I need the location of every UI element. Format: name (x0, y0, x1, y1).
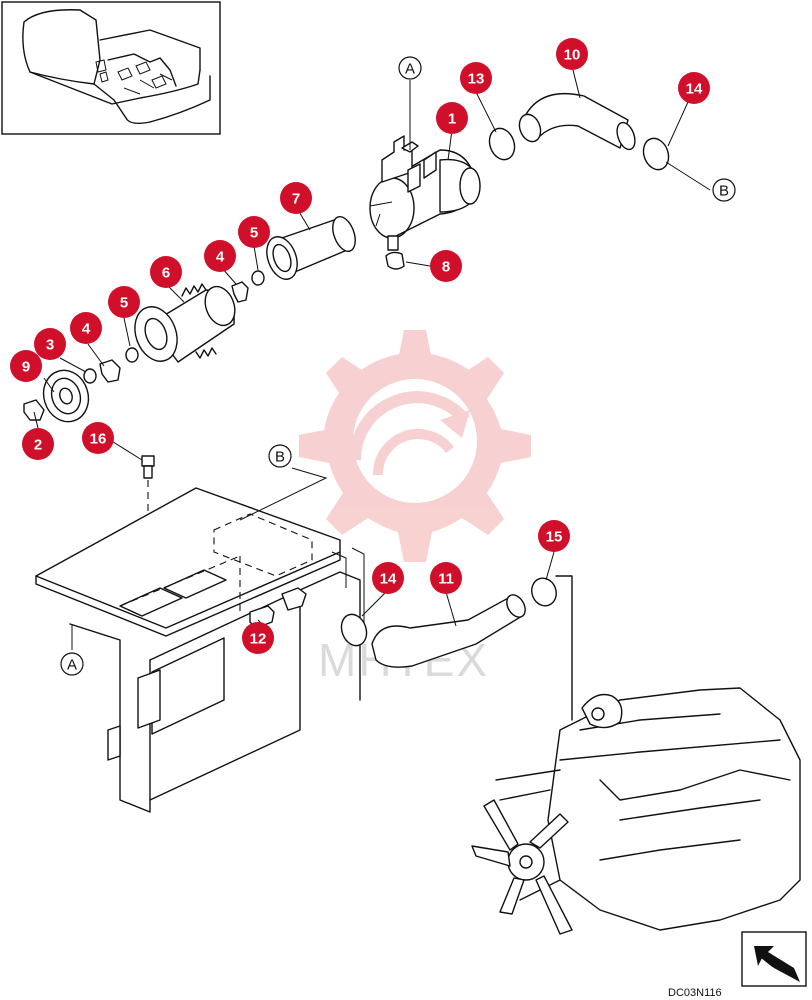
callout-13: 13 (460, 62, 492, 94)
frame-dashed-outline (213, 513, 313, 577)
reference-A-top: A (398, 56, 422, 80)
callout-10: 10 (556, 38, 588, 70)
hose-clamp-15 (531, 577, 557, 607)
svg-text:4: 4 (216, 249, 225, 266)
callout-9: 9 (10, 350, 42, 382)
wing-nut-lower (125, 347, 139, 363)
hose-clamp-14-upper (642, 137, 670, 171)
svg-text:12: 12 (250, 631, 267, 648)
svg-text:7: 7 (292, 191, 300, 208)
callout-12: 12 (242, 622, 274, 654)
callout-11: 11 (430, 562, 462, 594)
svg-text:2: 2 (34, 437, 42, 454)
hose-clamp-14-lower (340, 613, 368, 647)
svg-text:16: 16 (90, 431, 107, 448)
svg-text:1: 1 (448, 111, 456, 128)
svg-text:13: 13 (468, 71, 485, 88)
fitting-upper (231, 281, 249, 303)
reference-B-right: B (712, 178, 736, 202)
reference-A-bottom: A (60, 652, 84, 676)
outer-element (134, 283, 236, 363)
hose-clamp-13 (488, 127, 516, 161)
watermark-logo (299, 330, 531, 562)
inner-element (266, 216, 356, 280)
reference-B-center: B (268, 444, 292, 468)
svg-text:3: 3 (46, 337, 54, 354)
wing-nut-upper (251, 270, 265, 286)
callout-2: 2 (22, 428, 54, 460)
callout-5-lower: 5 (108, 286, 140, 318)
callout-8: 8 (430, 250, 462, 282)
svg-text:14: 14 (380, 571, 397, 588)
fitting-2 (23, 399, 45, 421)
cooling-fan (471, 799, 573, 935)
svg-text:5: 5 (120, 295, 128, 312)
mounting-frame (35, 487, 365, 813)
svg-text:4: 4 (82, 321, 91, 338)
direction-arrow-box (741, 931, 807, 987)
callout-7: 7 (280, 182, 312, 214)
air-cleaner-housing (369, 135, 481, 251)
leader-lines (33, 65, 711, 650)
callout-1: 1 (436, 102, 468, 134)
nut-3 (83, 368, 97, 384)
svg-text:9: 9 (22, 359, 30, 376)
engine-block (495, 575, 801, 931)
upper-hose (518, 92, 636, 151)
callout-14-upper: 14 (678, 72, 710, 104)
svg-text:10: 10 (564, 47, 581, 64)
callout-15: 15 (538, 520, 570, 552)
fitting-lower (99, 359, 121, 383)
end-cover (42, 369, 90, 423)
dust-cap (385, 251, 405, 270)
lower-hose (371, 594, 526, 668)
svg-text:A: A (405, 61, 415, 78)
svg-text:8: 8 (442, 259, 450, 276)
svg-text:B: B (719, 183, 729, 200)
callout-5-upper: 5 (238, 216, 270, 248)
callout-4-lower: 4 (70, 312, 102, 344)
svg-text:6: 6 (162, 265, 170, 282)
bolt-16 (141, 455, 155, 479)
machine-inset (1, 1, 221, 135)
svg-text:5: 5 (250, 225, 258, 242)
callout-4-upper: 4 (204, 240, 236, 272)
svg-text:B: B (275, 449, 285, 466)
callout-3: 3 (34, 328, 66, 360)
drawing-code: DC03N116 (668, 987, 722, 999)
callout-16: 16 (82, 422, 114, 454)
svg-text:14: 14 (686, 81, 703, 98)
svg-text:11: 11 (438, 571, 454, 588)
svg-text:A: A (67, 657, 77, 674)
callout-6: 6 (150, 256, 182, 288)
svg-text:15: 15 (546, 529, 563, 546)
callout-14-lower: 14 (372, 562, 404, 594)
